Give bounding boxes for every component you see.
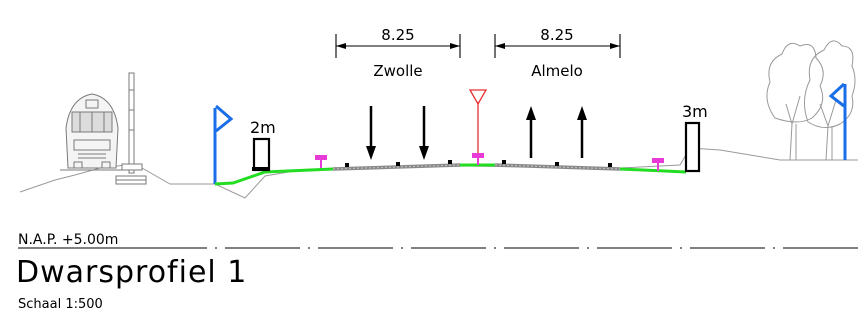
signal-mast-icon [115,72,147,185]
traffic-arrow-down-icon [366,106,376,160]
lane-marks-left [345,160,452,167]
drawing-title: Dwarsprofiel 1 [16,255,247,290]
noise-barrier-right-label: 3m [682,102,708,121]
terrain-line [19,147,858,199]
lane-marks-right [502,160,612,167]
dimension-right-value: 8.25 [540,26,573,44]
train-icon [60,93,124,171]
median-marker-icon [468,89,488,165]
carriageway-right-texture [494,164,621,170]
flag-icon [828,82,847,160]
lane-label-left: Zwolle [373,62,422,80]
traffic-arrow-down-icon [419,106,429,160]
dimension-left-value: 8.25 [381,26,414,44]
noise-barrier-left [252,137,271,172]
nap-label: N.A.P. +5.00m [18,232,118,248]
guardrail-icon [315,155,327,168]
flag-icon [213,104,234,184]
drawing-scale: Schaal 1:500 [18,297,103,312]
dimension-line-right [494,34,621,58]
verge-right [619,167,687,174]
dimension-line-left [335,34,461,58]
traffic-arrow-up-icon [577,106,587,158]
traffic-arrow-up-icon [526,106,536,158]
lane-label-right: Almelo [531,62,583,80]
verge-left [214,167,334,186]
noise-barrier-left-label: 2m [250,118,276,137]
tree-icon [766,40,856,161]
guardrail-icon [652,158,664,171]
noise-barrier-left-base [252,167,270,171]
carriageway-left-texture [332,164,461,170]
noise-barrier-right [684,121,701,173]
